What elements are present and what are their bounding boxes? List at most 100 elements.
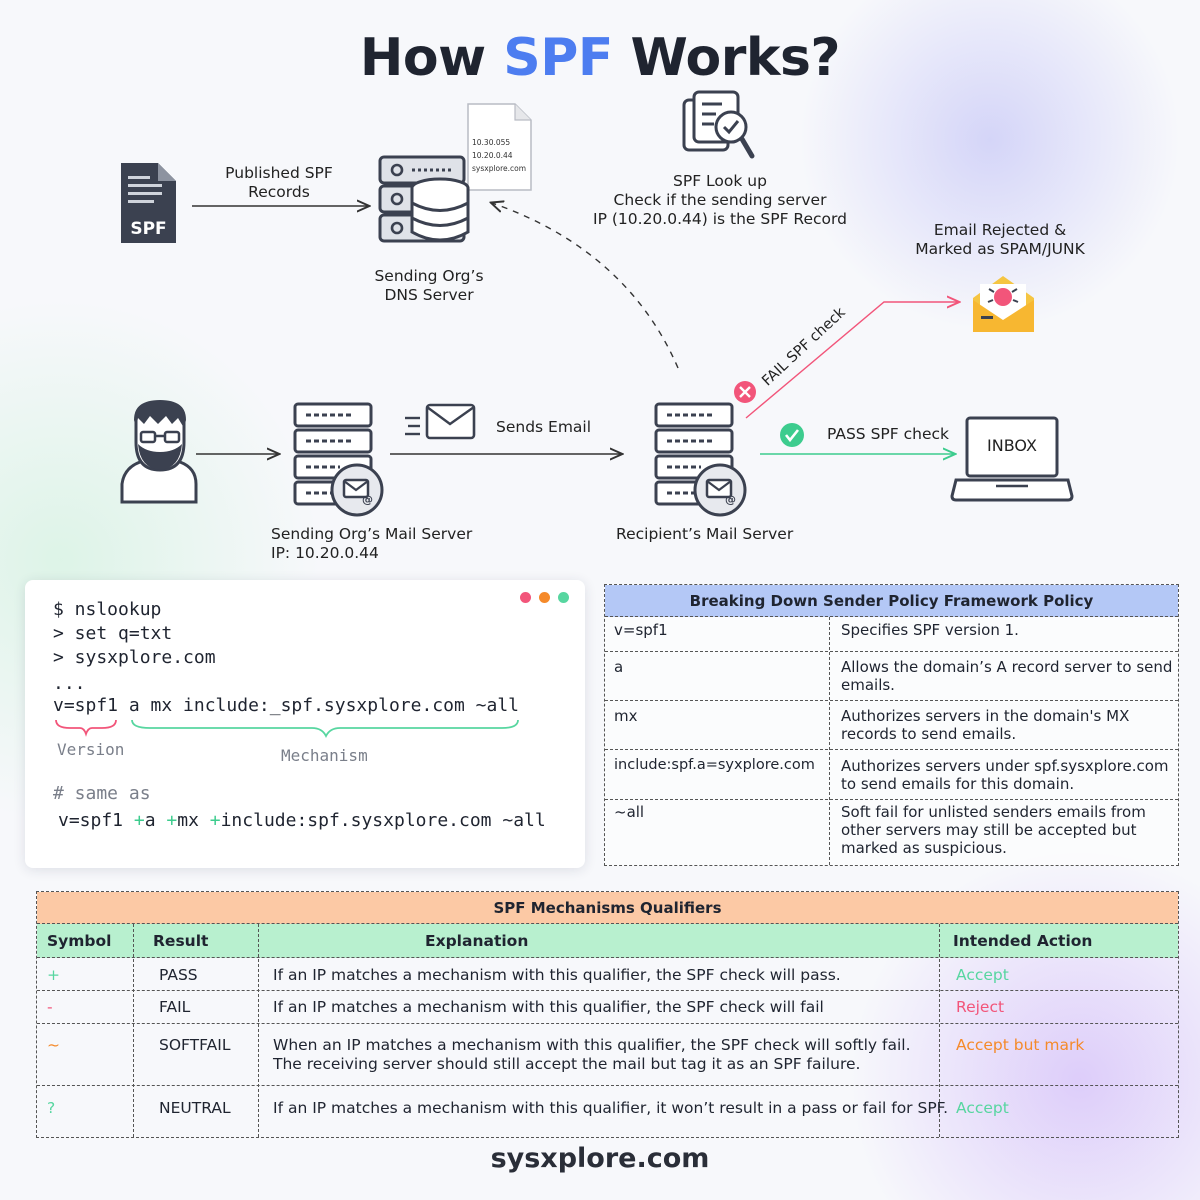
expanded-record: v=spf1 +a +mx +include:spf.sysxplore.com… (58, 810, 546, 831)
spf-lookup-icon (682, 90, 755, 159)
sending-server-label: Sending Org’s Mail Server IP: 10.20.0.44 (271, 525, 473, 562)
breakdown-desc: Authorizes servers under spf.sysxplore.c… (841, 757, 1169, 793)
terminal-line: ... (53, 673, 86, 694)
record-braces (55, 719, 519, 739)
qualifier-explanation: If an IP matches a mechanism with this q… (273, 998, 824, 1016)
svg-text:@: @ (725, 493, 736, 506)
column-divider (258, 924, 259, 1137)
qualifier-result: FAIL (159, 998, 191, 1016)
breakdown-desc: Authorizes servers in the domain's MX re… (841, 707, 1130, 743)
fail-x-icon (734, 381, 756, 403)
qualifier-result: SOFTFAIL (159, 1036, 231, 1054)
spf-breakdown-table: Breaking Down Sender Policy Framework Po… (604, 584, 1179, 866)
expanded-part: mx (177, 810, 210, 831)
window-dot-orange (539, 592, 550, 603)
dns-server-icon (378, 155, 470, 243)
breakdown-key: include:spf.a=syxplore.com (614, 757, 815, 773)
title-prefix: How (359, 28, 504, 88)
dns-record-document-icon (467, 103, 532, 191)
terminal-line: > set q=txt (53, 623, 173, 644)
table-row: include:spf.a=syxplore.com Authorizes se… (605, 750, 1178, 800)
qualifiers-header-row: Symbol Result Explanation Intended Actio… (37, 924, 1178, 958)
column-divider (133, 924, 134, 1137)
email-envelope-icon (405, 403, 476, 440)
footer-site: sysxplore.com (490, 1143, 710, 1174)
recipient-mail-server-icon: @ (654, 402, 747, 517)
qualifiers-title: SPF Mechanisms Qualifiers (37, 892, 1178, 924)
spf-flow-diagram: @ @ (120, 90, 1074, 517)
qualifier-explanation: When an IP matches a mechanism with this… (273, 1036, 911, 1073)
qualifier-result: PASS (159, 966, 198, 984)
table-row: ~all Soft fail for unlisted senders emai… (605, 800, 1178, 865)
qualifier-symbol: ? (47, 1099, 56, 1117)
qualifier-symbol: + (47, 966, 60, 984)
spam-envelope-icon (973, 276, 1034, 332)
terminal-comment: # same as (53, 783, 151, 804)
plus-qualifier: + (209, 810, 221, 831)
breakdown-desc: Soft fail for unlisted senders emails fr… (841, 803, 1146, 857)
qualifier-action: Accept (956, 1099, 1009, 1117)
published-records-label: Published SPF Records (225, 164, 333, 201)
qualifier-explanation: If an IP matches a mechanism with this q… (273, 1099, 949, 1117)
breakdown-title: Breaking Down Sender Policy Framework Po… (605, 585, 1178, 617)
table-row: v=spf1 Specifies SPF version 1. (605, 617, 1178, 652)
table-row: mx Authorizes servers in the domain's MX… (605, 701, 1178, 750)
dns-record-line: 10.20.0.44 (472, 151, 513, 160)
dns-record-lines: 10.30.055 10.20.0.44 sysxplore.com (472, 136, 528, 175)
column-header: Symbol (47, 932, 112, 950)
breakdown-desc: Specifies SPF version 1. (841, 621, 1019, 639)
spf-file-icon (121, 163, 176, 243)
user-avatar (120, 400, 198, 504)
email-rejected-label: Email Rejected & Marked as SPAM/JUNK (915, 221, 1085, 258)
qualifier-symbol: ~ (47, 1036, 60, 1054)
spf-file-label: SPF (130, 219, 167, 239)
breakdown-key: mx (614, 707, 638, 725)
plus-qualifier: + (166, 810, 178, 831)
pass-spf-check-label: PASS SPF check (827, 425, 949, 443)
spf-record-text: v=spf1 a mx include:_spf.sysxplore.com ~… (53, 695, 519, 716)
sending-mail-server-icon: @ (293, 402, 384, 517)
recipient-server-label: Recipient’s Mail Server (616, 525, 794, 543)
mechanism-note: Mechanism (281, 746, 368, 765)
inbox-label: INBOX (987, 436, 1037, 455)
nslookup-terminal (25, 580, 585, 868)
breakdown-key: a (614, 658, 624, 676)
window-dot-red (520, 592, 531, 603)
terminal-line: $ nslookup (53, 599, 162, 620)
column-header: Explanation (425, 932, 529, 950)
qualifier-explanation: If an IP matches a mechanism with this q… (273, 966, 841, 984)
spf-qualifiers-table: SPF Mechanisms Qualifiers Symbol Result … (36, 891, 1179, 1138)
table-row: + PASS If an IP matches a mechanism with… (37, 958, 1178, 991)
dns-server-label: Sending Org’s DNS Server (374, 267, 484, 304)
svg-text:@: @ (362, 493, 373, 506)
breakdown-desc: Allows the domain’s A record server to s… (841, 658, 1173, 694)
pass-check-icon (780, 423, 804, 447)
table-row: ~ SOFTFAIL When an IP matches a mechanis… (37, 1024, 1178, 1086)
plus-qualifier: + (133, 810, 145, 831)
expanded-part: v=spf1 (58, 810, 134, 831)
sends-email-label: Sends Email (496, 418, 592, 436)
table-row: - FAIL If an IP matches a mechanism with… (37, 991, 1178, 1024)
table-row: a Allows the domain’s A record server to… (605, 652, 1178, 701)
breakdown-key: ~all (614, 803, 645, 821)
qualifier-action: Accept (956, 966, 1009, 984)
spf-lookup-label: SPF Look up Check if the sending server … (593, 172, 847, 228)
column-header: Intended Action (953, 932, 1093, 950)
dns-record-line: 10.30.055 (472, 138, 511, 147)
table-row: ? NEUTRAL If an IP matches a mechanism w… (37, 1086, 1178, 1137)
column-divider (939, 924, 940, 1137)
page-title: How SPF Works? (0, 28, 1200, 88)
breakdown-key: v=spf1 (614, 621, 668, 639)
qualifier-action: Reject (956, 998, 1005, 1016)
dns-record-line: sysxplore.com (472, 164, 527, 173)
inbox-laptop-icon (950, 416, 1074, 502)
window-dot-green (558, 592, 569, 603)
qualifier-action: Accept but mark (956, 1036, 1085, 1054)
breakdown-column-divider (829, 617, 830, 865)
qualifier-symbol: - (47, 998, 53, 1016)
expanded-part: include:spf.sysxplore.com ~all (220, 810, 546, 831)
title-suffix: Works? (612, 28, 841, 88)
expanded-part: a (144, 810, 167, 831)
title-accent: SPF (503, 28, 613, 88)
qualifier-result: NEUTRAL (159, 1099, 231, 1117)
